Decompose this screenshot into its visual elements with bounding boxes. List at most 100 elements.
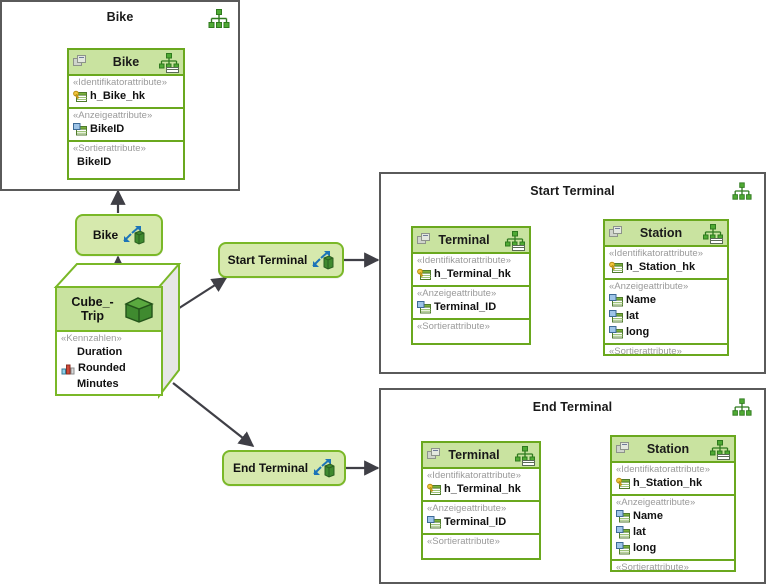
- class-header: Station: [605, 221, 727, 247]
- display-attribute-icon: [616, 526, 630, 539]
- package-title: Bike: [106, 10, 134, 24]
- hierarchy-table-icon: [703, 224, 724, 245]
- package-bike[interactable]: Bike Bike: [0, 0, 240, 191]
- shape-icon: [609, 226, 623, 240]
- section-stereotype: «Anzeigeattribute»: [609, 281, 689, 292]
- hierarchy-table-icon: [710, 440, 731, 461]
- link-node-end-terminal[interactable]: End Terminal: [222, 450, 346, 486]
- hierarchy-table-icon: [159, 53, 180, 74]
- package-end-terminal[interactable]: End Terminal Terminal: [379, 388, 766, 584]
- class-bike[interactable]: Bike «Identifikatorattribute»: [67, 48, 185, 180]
- class-station-end[interactable]: Station «Identifikatorattribute»: [610, 435, 736, 573]
- attribute-label: lat: [626, 310, 639, 322]
- shape-icon: [417, 233, 431, 247]
- class-header: Terminal: [423, 443, 539, 469]
- key-attribute-icon: [609, 261, 623, 274]
- dimension-link-icon: [123, 225, 145, 245]
- class-name: Terminal: [448, 448, 500, 462]
- hierarchy-icon: [732, 182, 752, 201]
- attribute-row: lat: [612, 525, 734, 541]
- measure-chart-icon: [61, 362, 75, 375]
- display-attribute-icon: [417, 301, 431, 314]
- cube-name: Cube_- Trip: [71, 295, 114, 323]
- class-header: Bike: [69, 50, 183, 76]
- class-name: Bike: [112, 55, 140, 69]
- attribute-label: h_Station_hk: [633, 477, 703, 489]
- class-section: «Sortierattribute» BikeID: [69, 142, 183, 173]
- section-stereotype: «Identifikatorattribute»: [73, 77, 168, 88]
- package-start-terminal[interactable]: Start Terminal Terminal: [379, 172, 766, 374]
- link-node-bike[interactable]: Bike: [75, 214, 163, 256]
- section-stereotype: «Sortierattribute»: [427, 536, 500, 547]
- attribute-row: h_Terminal_hk: [413, 267, 529, 283]
- section-stereotype: «Identifikatorattribute»: [616, 464, 711, 475]
- edge-cube-to-end-terminal: [172, 382, 255, 447]
- link-label: Start Terminal: [227, 253, 308, 267]
- measure-row: Duration: [57, 345, 161, 361]
- attribute-label: long: [633, 542, 657, 554]
- display-attribute-icon: [609, 326, 623, 339]
- display-attribute-icon: [609, 294, 623, 307]
- key-attribute-icon: [427, 483, 441, 496]
- dimension-link-icon: [313, 458, 335, 478]
- attribute-label: h_Terminal_hk: [444, 483, 521, 495]
- cube-icon: [124, 295, 154, 323]
- attribute-label: lat: [633, 526, 646, 538]
- cube-trip[interactable]: Cube_- Trip «Kennzahlen» Duration: [53, 262, 182, 402]
- hierarchy-table-icon: [505, 231, 526, 252]
- shape-icon: [73, 55, 87, 69]
- class-station-start[interactable]: Station «Identifikatorattribute»: [603, 219, 729, 357]
- class-header: Station: [612, 437, 734, 463]
- class-name: Station: [646, 442, 690, 456]
- display-attribute-icon: [609, 310, 623, 323]
- attribute-row: h_Station_hk: [605, 260, 727, 276]
- class-section: «Anzeigeattribute» Name: [605, 280, 727, 345]
- key-attribute-icon: [417, 268, 431, 281]
- hierarchy-table-icon: [515, 446, 536, 467]
- attribute-label: BikeID: [77, 156, 112, 168]
- section-stereotype: «Anzeigeattribute»: [427, 503, 507, 514]
- attribute-row: Name: [612, 509, 734, 525]
- attribute-label: h_Station_hk: [626, 261, 696, 273]
- section-stereotype: «Identifikatorattribute»: [609, 248, 704, 259]
- edge-cube-to-start-terminal: [172, 277, 228, 313]
- attribute-row: Name: [605, 293, 727, 309]
- class-section: «Sortierattribute»: [612, 561, 734, 579]
- class-section: «Identifikatorattribute» h_Terminal_hk: [423, 469, 539, 502]
- attribute-row: long: [612, 541, 734, 557]
- class-name: Station: [639, 226, 683, 240]
- display-attribute-icon: [427, 516, 441, 529]
- shape-icon: [616, 442, 630, 456]
- hierarchy-icon: [732, 398, 752, 417]
- attribute-label: Terminal_ID: [434, 301, 497, 313]
- class-header: Terminal: [413, 228, 529, 254]
- attribute-row: h_Station_hk: [612, 476, 734, 492]
- measure-label: Rounded: [78, 362, 126, 374]
- shape-icon: [427, 448, 441, 462]
- key-attribute-icon: [73, 90, 87, 103]
- section-stereotype: «Anzeigeattribute»: [616, 497, 696, 508]
- attribute-label: Name: [626, 294, 656, 306]
- class-section: «Anzeigeattribute» Terminal_ID: [423, 502, 539, 535]
- section-stereotype: «Identifikatorattribute»: [417, 255, 512, 266]
- class-terminal-end[interactable]: Terminal «Identifikatorattribute»: [421, 441, 541, 560]
- attribute-label: long: [626, 326, 650, 338]
- section-stereotype: «Identifikatorattribute»: [427, 470, 522, 481]
- class-section: «Identifikatorattribute» h_Station_hk: [612, 463, 734, 496]
- attribute-row: h_Bike_hk: [69, 89, 183, 105]
- section-stereotype: «Sortierattribute»: [616, 562, 689, 573]
- link-node-start-terminal[interactable]: Start Terminal: [218, 242, 344, 278]
- measure-label: Duration: [77, 346, 123, 358]
- class-section: «Identifikatorattribute» h_Bike_hk: [69, 76, 183, 109]
- attribute-row: BikeID: [69, 155, 183, 171]
- attribute-row: long: [605, 325, 727, 341]
- measure-label: Minutes: [77, 378, 119, 390]
- display-attribute-icon: [616, 542, 630, 555]
- attribute-label: Terminal_ID: [444, 516, 507, 528]
- cube-body: Cube_- Trip «Kennzahlen» Duration: [55, 286, 163, 396]
- class-section: «Sortierattribute»: [423, 535, 539, 555]
- attribute-row: BikeID: [69, 122, 183, 138]
- class-terminal-start[interactable]: Terminal «Identifikatorattribute»: [411, 226, 531, 345]
- attribute-label: h_Terminal_hk: [434, 268, 511, 280]
